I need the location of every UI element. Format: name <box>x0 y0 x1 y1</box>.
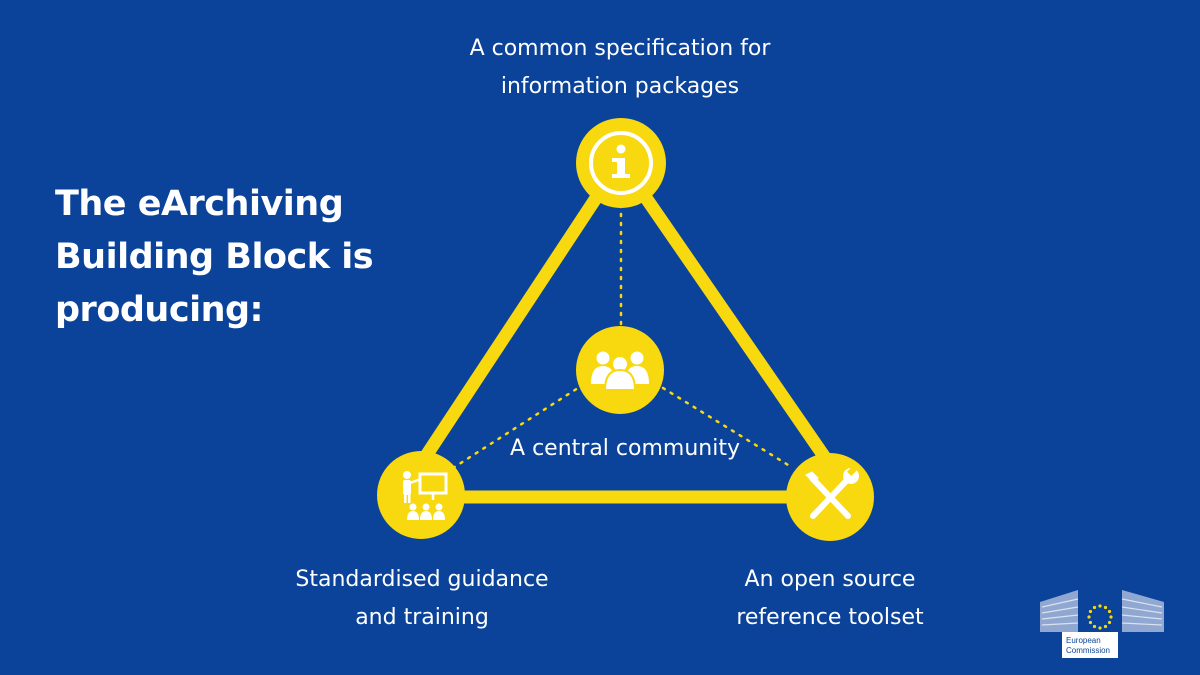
wrench-screwdriver-icon <box>805 466 859 519</box>
node-bottom-right <box>786 453 874 541</box>
eu-star <box>1088 620 1093 625</box>
eu-star <box>1088 609 1093 614</box>
connector-left-center <box>451 386 580 470</box>
node-center <box>576 326 664 414</box>
presentation-training-icon <box>403 471 448 520</box>
slide-title: The eArchiving Building Block is produci… <box>55 178 395 337</box>
label-line: reference toolset <box>736 605 924 630</box>
title-line: The eArchiving <box>55 184 344 224</box>
eu-star <box>1098 604 1102 608</box>
edge-top-right <box>637 188 835 469</box>
label-guidance: Standardised guidance and training <box>272 561 572 637</box>
edge-top-left <box>415 188 605 469</box>
label-specification: A common specification for information p… <box>440 30 800 106</box>
eu-star <box>1087 615 1091 619</box>
eu-star <box>1098 626 1102 630</box>
label-toolset: An open source reference toolset <box>700 561 960 637</box>
eu-star <box>1103 624 1108 629</box>
label-line: information packages <box>500 74 740 99</box>
eu-star <box>1109 615 1113 619</box>
triangle-edges <box>415 188 835 504</box>
title-line: producing: <box>55 290 264 330</box>
eu-star <box>1107 620 1112 625</box>
connector-right-center <box>661 386 795 470</box>
label-community: A central community <box>490 432 760 466</box>
eu-star <box>1092 624 1097 629</box>
label-line: Standardised guidance <box>295 567 549 592</box>
info-icon <box>589 131 653 195</box>
title-line: Building Block is <box>55 237 374 277</box>
logo-text-line: European <box>1066 636 1101 645</box>
label-line: A common specification for <box>469 36 771 61</box>
european-commission-logo: European Commission <box>1040 590 1164 658</box>
node-bottom-left <box>377 451 465 539</box>
eu-stars-icon <box>1087 604 1113 630</box>
eu-star <box>1103 605 1108 610</box>
people-group-icon <box>591 351 649 391</box>
eu-star <box>1107 609 1112 614</box>
label-line: A central community <box>510 436 740 461</box>
eu-star <box>1092 605 1097 610</box>
label-line: and training <box>355 605 489 630</box>
logo-text-line: Commission <box>1066 646 1110 655</box>
label-line: An open source <box>744 567 916 592</box>
dotted-connectors <box>451 194 795 470</box>
node-top <box>576 118 666 208</box>
